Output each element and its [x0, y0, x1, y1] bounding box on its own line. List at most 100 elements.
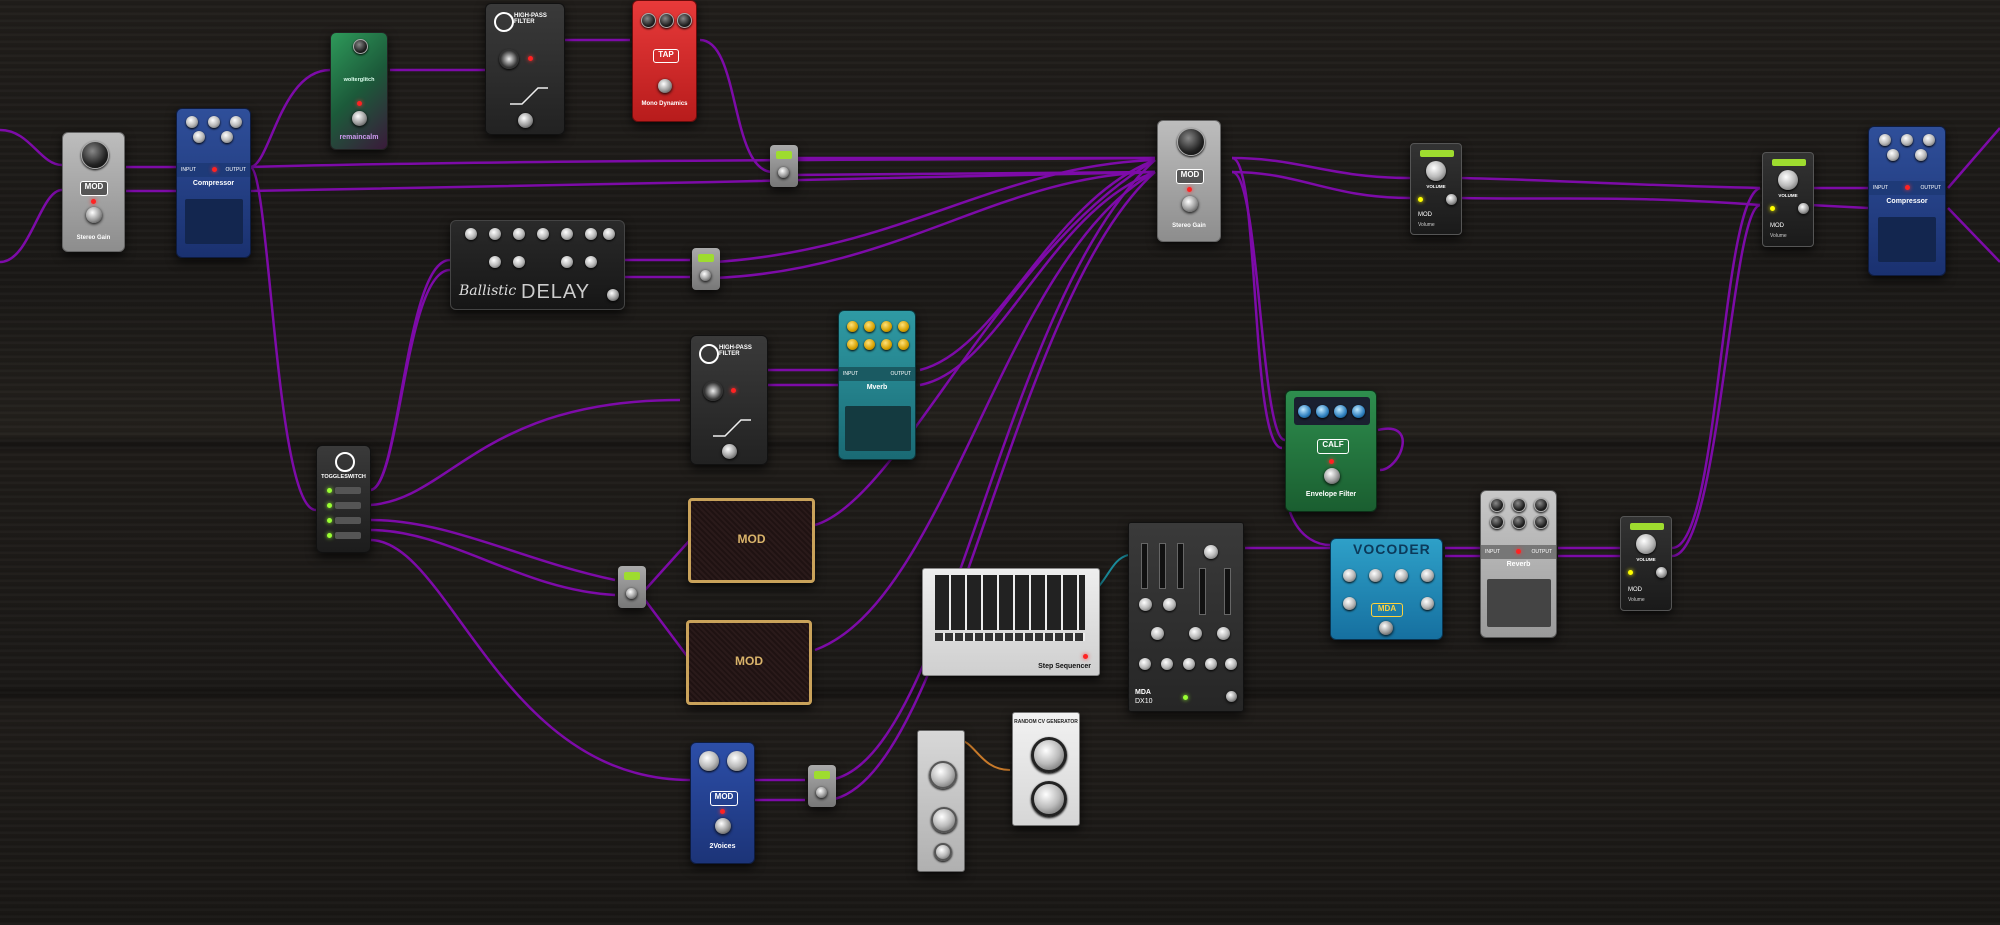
- knob-2[interactable]: [864, 321, 875, 332]
- knob-1[interactable]: [1879, 134, 1891, 146]
- knob-2[interactable]: [931, 807, 957, 833]
- knob-7[interactable]: [881, 339, 892, 350]
- knob-1[interactable]: [1490, 498, 1504, 512]
- volume-pedal-2[interactable]: VOLUME MOD Volume: [1762, 152, 1814, 247]
- knob-4[interactable]: [898, 321, 909, 332]
- footswitch-plate[interactable]: [1878, 217, 1936, 262]
- footswitch[interactable]: [86, 207, 102, 223]
- footswitch-plate[interactable]: [845, 406, 911, 451]
- knob-5[interactable]: [1189, 627, 1202, 640]
- volume-pedal-1[interactable]: VOLUME MOD Volume: [1410, 143, 1462, 235]
- footswitch[interactable]: [1182, 196, 1198, 212]
- compressor-pedal-2[interactable]: INPUT OUTPUT Compressor: [1868, 126, 1946, 276]
- footswitch[interactable]: [722, 444, 737, 459]
- knob-3[interactable]: [1395, 569, 1408, 582]
- knob-3[interactable]: [934, 843, 952, 861]
- stereo-gain-pedal-2[interactable]: MOD Stereo Gain: [1157, 120, 1221, 242]
- switch-box-1[interactable]: [770, 145, 798, 187]
- knob-8[interactable]: [898, 339, 909, 350]
- knob-6[interactable]: [1534, 515, 1548, 529]
- knob-1[interactable]: [929, 761, 957, 789]
- knob-4[interactable]: [193, 131, 205, 143]
- knob-1[interactable]: [641, 13, 656, 28]
- knob-10[interactable]: [561, 256, 573, 268]
- knob-4[interactable]: [1490, 515, 1504, 529]
- high-pass-filter-pedal-2[interactable]: HIGH-PASS FILTER: [690, 335, 768, 465]
- footswitch[interactable]: [1446, 194, 1457, 205]
- knob-11[interactable]: [585, 256, 597, 268]
- mda-vocoder-pedal[interactable]: VOCODER MDA: [1330, 538, 1443, 640]
- gain-knob[interactable]: [81, 141, 109, 169]
- mda-dx10-synth[interactable]: MDA DX10: [1128, 522, 1244, 712]
- knob-3[interactable]: [230, 116, 242, 128]
- channel-switch-1[interactable]: [335, 487, 361, 494]
- knob-5[interactable]: [221, 131, 233, 143]
- footswitch[interactable]: [778, 167, 789, 178]
- footswitch[interactable]: [700, 270, 711, 281]
- mverb-pedal[interactable]: INPUT OUTPUT Mverb: [838, 310, 916, 460]
- knob-3[interactable]: [881, 321, 892, 332]
- knob-4[interactable]: [1151, 627, 1164, 640]
- knob-10[interactable]: [1205, 658, 1217, 670]
- footswitch[interactable]: [607, 289, 619, 301]
- glitch-knob[interactable]: [353, 39, 368, 54]
- step-sequencer-pedal[interactable]: Step Sequencer: [922, 568, 1100, 676]
- knob-7[interactable]: [1139, 658, 1151, 670]
- footswitch[interactable]: [1226, 691, 1237, 702]
- mono-dynamics-pedal[interactable]: TAP Mono Dynamics: [632, 0, 697, 122]
- knob-2[interactable]: [1316, 405, 1329, 418]
- knob-2[interactable]: [1512, 498, 1526, 512]
- footswitch[interactable]: [1324, 468, 1340, 484]
- switch-box-2[interactable]: [692, 248, 720, 290]
- step-grid[interactable]: [935, 575, 1085, 630]
- high-pass-filter-pedal-1[interactable]: HIGH-PASS FILTER: [485, 3, 565, 135]
- knob-7[interactable]: [603, 228, 615, 240]
- knob-6[interactable]: [1421, 597, 1434, 610]
- knob-5[interactable]: [1915, 149, 1927, 161]
- knob-6[interactable]: [585, 228, 597, 240]
- footswitch-plate[interactable]: [1487, 579, 1551, 627]
- knob-1[interactable]: [847, 321, 858, 332]
- knob-1[interactable]: [1343, 569, 1356, 582]
- knob-5[interactable]: [1512, 515, 1526, 529]
- knob-2[interactable]: [1139, 598, 1152, 611]
- footswitch[interactable]: [1798, 203, 1809, 214]
- knob-3[interactable]: [1334, 405, 1347, 418]
- footswitch-plate[interactable]: [185, 199, 243, 244]
- volume-knob[interactable]: [1426, 161, 1446, 181]
- gain-knob[interactable]: [1177, 128, 1205, 156]
- knob-4[interactable]: [1352, 405, 1365, 418]
- knob-2[interactable]: [727, 751, 747, 771]
- footswitch[interactable]: [626, 588, 637, 599]
- rate-knob[interactable]: [1031, 737, 1067, 773]
- slider-2[interactable]: [1159, 543, 1166, 589]
- knob-2[interactable]: [1369, 569, 1382, 582]
- knob-1[interactable]: [1298, 405, 1311, 418]
- remaincalm-pedal[interactable]: wolterglitch remaincalm: [330, 32, 388, 150]
- knob-8[interactable]: [1161, 658, 1173, 670]
- knob-5[interactable]: [1343, 597, 1356, 610]
- knob-2[interactable]: [208, 116, 220, 128]
- knob-11[interactable]: [1225, 658, 1237, 670]
- slider-4[interactable]: [1199, 568, 1206, 615]
- footswitch[interactable]: [352, 111, 367, 126]
- knob-3[interactable]: [1534, 498, 1548, 512]
- footswitch[interactable]: [1656, 567, 1667, 578]
- footswitch[interactable]: [658, 79, 672, 93]
- knob-6[interactable]: [1217, 627, 1230, 640]
- compressor-pedal-1[interactable]: INPUT OUTPUT Compressor: [176, 108, 251, 258]
- footswitch[interactable]: [518, 113, 533, 128]
- stereo-gain-pedal-1[interactable]: MOD Stereo Gain: [62, 132, 125, 252]
- knob-2[interactable]: [659, 13, 674, 28]
- knob-8[interactable]: [489, 256, 501, 268]
- channel-switch-4[interactable]: [335, 532, 361, 539]
- knob-9[interactable]: [1183, 658, 1195, 670]
- two-voices-pedal[interactable]: MOD 2Voices: [690, 742, 755, 864]
- knob-4[interactable]: [1421, 569, 1434, 582]
- volume-knob[interactable]: [1636, 534, 1656, 554]
- knob-1[interactable]: [465, 228, 477, 240]
- knob-4[interactable]: [537, 228, 549, 240]
- volume-knob[interactable]: [1778, 170, 1798, 190]
- knob-5[interactable]: [561, 228, 573, 240]
- knob-3[interactable]: [1163, 598, 1176, 611]
